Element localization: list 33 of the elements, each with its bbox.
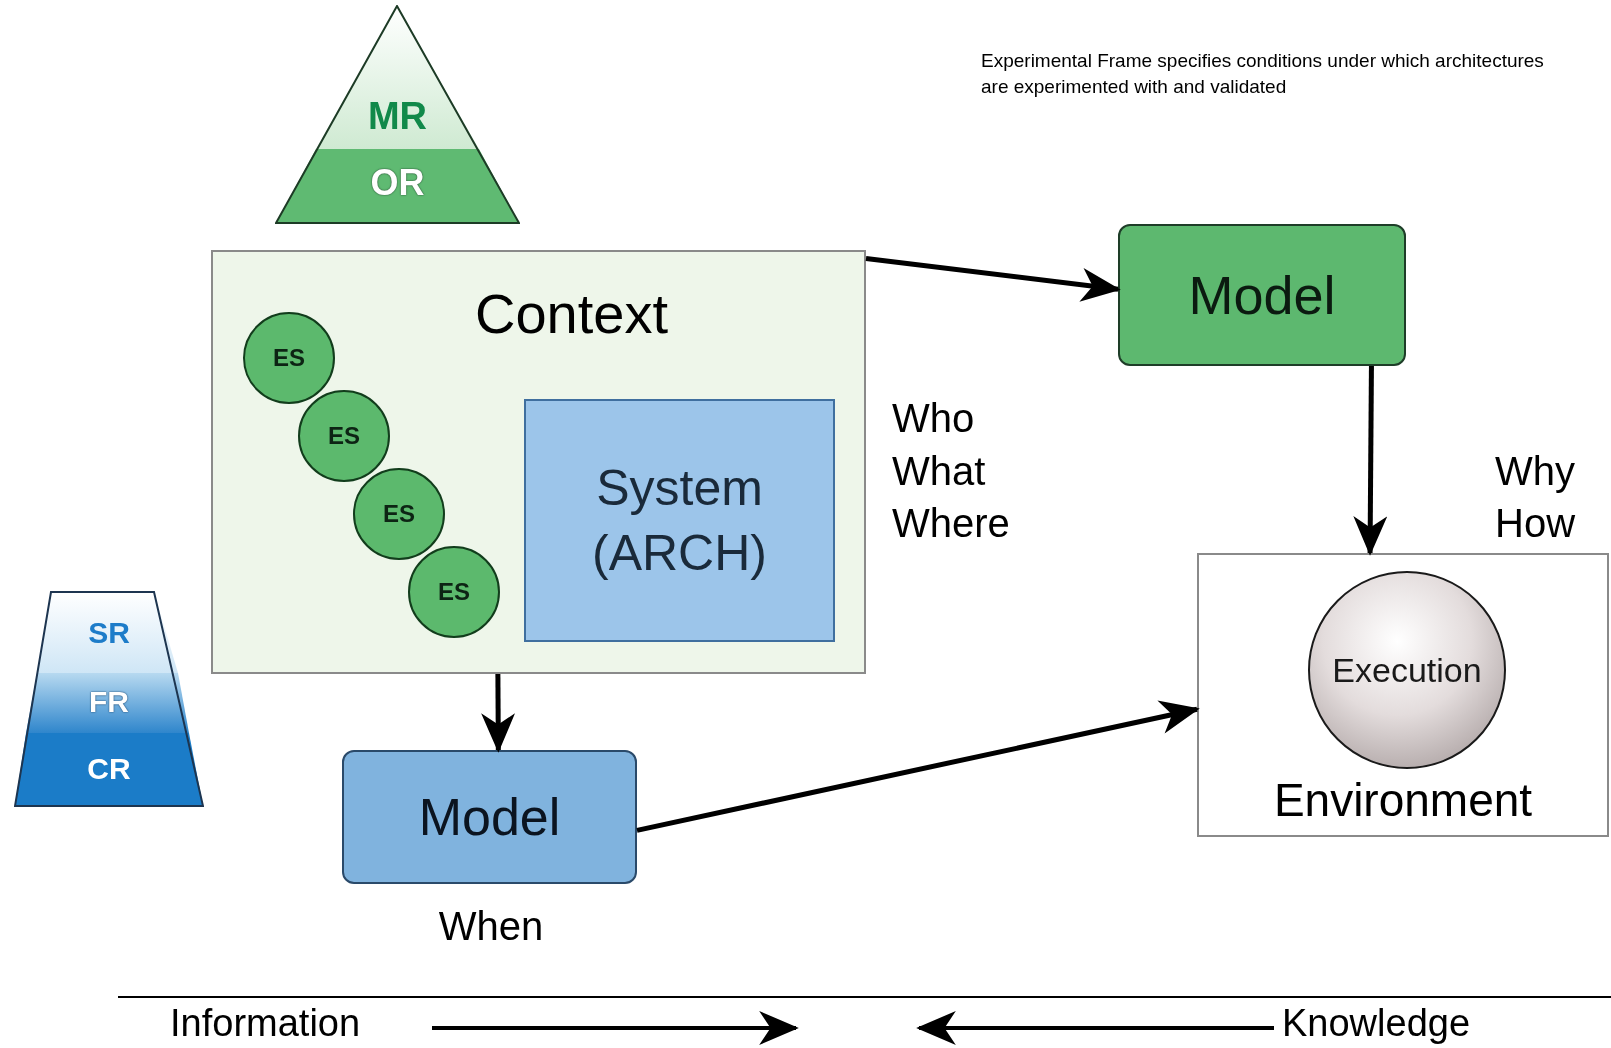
box-label: Environment: [1273, 777, 1533, 823]
context-box: [211, 250, 866, 674]
text-label: How: [1495, 503, 1576, 543]
system-box: [524, 399, 835, 642]
node-caption: When: [438, 906, 544, 946]
model-box: [1118, 224, 1406, 366]
sphere-label: Execution: [1332, 653, 1482, 687]
arrow: [636, 700, 1200, 833]
pyramid-label: MR: [367, 97, 428, 135]
circle-label: ES: [438, 580, 470, 604]
trapezoid-label: FR: [89, 687, 129, 717]
text-label: Experimental Frame specifies conditions under which architectures are experimented with and validated: [981, 49, 1545, 99]
text-label: Information: [170, 1003, 361, 1045]
text-label: Who: [892, 398, 975, 438]
box-label: Model: [1188, 268, 1336, 322]
box-label: Model: [418, 791, 561, 843]
text-label: Knowledge: [1282, 1003, 1471, 1045]
text-label: Why: [1495, 451, 1575, 491]
trapezoid-label: CR: [87, 754, 131, 784]
box-title: Context: [475, 286, 668, 342]
circle-label: ES: [273, 346, 305, 370]
circle-label: ES: [328, 424, 360, 448]
environment-box: [1197, 553, 1609, 837]
arrow: [481, 674, 516, 753]
arrow: [865, 256, 1121, 302]
model-box: [342, 750, 637, 884]
circle-label: ES: [383, 502, 415, 526]
trapezoid-label: SR: [88, 618, 130, 648]
text-label: Where: [892, 503, 1010, 543]
arrow: [1353, 366, 1388, 556]
box-label: System (ARCH): [591, 458, 768, 583]
pyramid-label: OR: [370, 165, 425, 201]
text-label: What: [892, 451, 986, 491]
